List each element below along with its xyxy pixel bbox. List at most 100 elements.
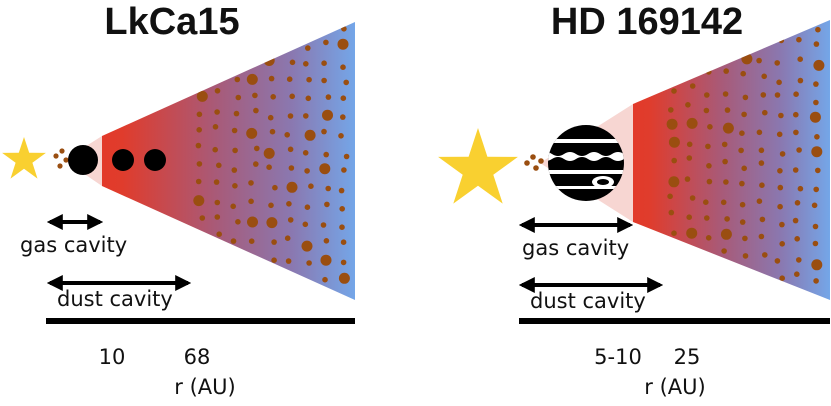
dust-grain xyxy=(338,187,345,194)
dust-grain xyxy=(813,81,819,87)
dust-grain xyxy=(686,141,693,148)
dust-grain xyxy=(706,178,713,185)
dust-grain xyxy=(739,130,745,136)
dust-grain xyxy=(246,73,258,85)
dust-grain xyxy=(723,179,729,185)
dust-grain xyxy=(793,91,799,97)
dust-grain xyxy=(723,68,729,74)
dust-grain xyxy=(724,107,731,113)
dust-grain xyxy=(340,95,347,101)
dust-grain xyxy=(247,216,258,228)
dust-disk xyxy=(102,22,355,300)
dust-grain xyxy=(811,202,818,209)
dust-grain xyxy=(689,83,696,89)
dust-grain xyxy=(796,257,802,263)
dust-grain xyxy=(774,60,780,66)
dust-grain xyxy=(341,167,347,173)
dust-grain xyxy=(761,73,767,80)
dust-grain xyxy=(797,185,804,192)
dust-grain xyxy=(686,227,698,239)
gas-giant-planet-icon xyxy=(548,125,624,201)
dust-grain xyxy=(760,92,767,98)
dust-grain xyxy=(758,147,765,154)
dust-grain xyxy=(738,147,744,154)
dust-grain xyxy=(793,129,799,136)
dust-grain xyxy=(815,167,821,174)
dust-grain xyxy=(213,179,220,185)
dust-grain xyxy=(232,183,238,189)
dust-grain xyxy=(793,111,799,118)
dust-grain xyxy=(253,161,259,167)
dust-grain xyxy=(809,111,821,123)
dust-grain xyxy=(812,240,819,247)
dust-grain xyxy=(792,217,799,224)
dust-grain xyxy=(266,164,272,170)
dust-grain xyxy=(252,92,258,99)
star-icon xyxy=(438,128,518,204)
dust-grain xyxy=(686,155,693,161)
axis-tick-label: 25 xyxy=(674,345,701,369)
dust-grain xyxy=(289,93,296,100)
dust-grain xyxy=(720,199,727,206)
dust-grain xyxy=(778,37,785,44)
dust-grain xyxy=(724,216,730,222)
dust-grain xyxy=(722,158,728,165)
dust-grain xyxy=(813,41,820,47)
dust-grain xyxy=(668,176,680,188)
dust-grain xyxy=(248,180,254,186)
dust-grain xyxy=(216,162,222,169)
dust-grain xyxy=(756,129,763,136)
dust-grain xyxy=(322,276,328,283)
dust-grain xyxy=(686,214,692,220)
radius-axis xyxy=(46,318,355,324)
panel-title: LkCa15 xyxy=(104,1,239,43)
dust-grain xyxy=(321,60,327,66)
dust-grain xyxy=(797,77,804,84)
dust-grain xyxy=(339,206,346,212)
dust-grain xyxy=(286,201,292,207)
dust-grain xyxy=(779,275,785,282)
planet-icon xyxy=(112,149,134,171)
dust-grain xyxy=(776,131,783,138)
axis-tick-label: 10 xyxy=(99,345,126,369)
star-icon xyxy=(2,137,46,179)
inner-dust-grains xyxy=(524,154,544,171)
dust-grain xyxy=(323,151,330,158)
dust-grain xyxy=(813,99,819,106)
dust-grain xyxy=(739,219,746,225)
dust-grain xyxy=(268,202,274,209)
dust-grain xyxy=(704,92,710,98)
dust-grain xyxy=(343,153,350,160)
dust-grain xyxy=(796,36,802,43)
dust-grain xyxy=(288,165,295,171)
dust-grain xyxy=(794,271,800,278)
dust-grain xyxy=(246,127,258,139)
planet-icon xyxy=(68,145,98,175)
dust-grain xyxy=(811,259,823,271)
dust-grain xyxy=(668,107,674,113)
dust-grain xyxy=(269,128,276,135)
dust-grain xyxy=(322,109,333,121)
dust-grain xyxy=(325,185,332,192)
gas-cavity-label: gas cavity xyxy=(20,233,127,257)
dust-grain xyxy=(196,161,203,167)
dust-grain xyxy=(287,217,294,223)
dust-grain xyxy=(304,204,311,210)
dust-disk xyxy=(633,20,830,300)
dust-grain xyxy=(707,124,713,130)
dust-grain xyxy=(306,76,312,83)
dust-grain xyxy=(230,203,236,210)
dust-grain xyxy=(739,201,746,208)
dust-grain xyxy=(686,117,698,129)
dust-grain xyxy=(742,235,748,242)
dust-grain xyxy=(756,198,763,204)
dust-grain xyxy=(234,76,241,83)
dust-grain xyxy=(779,151,786,157)
dust-grain xyxy=(232,147,238,154)
dust-grain xyxy=(248,198,254,205)
dust-grain xyxy=(253,145,260,152)
dust-grain xyxy=(741,165,747,172)
dust-grain xyxy=(740,70,746,77)
dust-grain xyxy=(287,146,294,153)
